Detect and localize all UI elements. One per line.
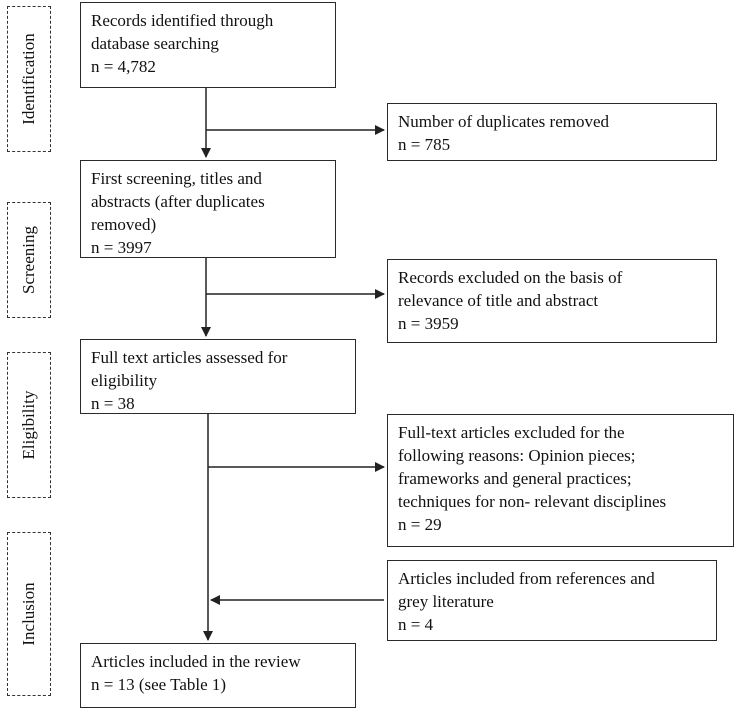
box-first-screening: First screening, titles and abstracts (a… [80, 160, 336, 258]
box-full-text-assessed: Full text articles assessed for eligibil… [80, 339, 356, 414]
stage-screening: Screening [7, 202, 51, 318]
stage-identification: Identification [7, 6, 51, 152]
box-articles-included: Articles included in the review n = 13 (… [80, 643, 356, 708]
box-excluded-title-abstract: Records excluded on the basis of relevan… [387, 259, 717, 343]
stage-inclusion: Inclusion [7, 532, 51, 696]
box-full-text-excluded: Full-text articles excluded for the foll… [387, 414, 734, 547]
stage-eligibility: Eligibility [7, 352, 51, 498]
box-articles-added: Articles included from references and gr… [387, 560, 717, 641]
box-duplicates-removed: Number of duplicates removed n = 785 [387, 103, 717, 161]
box-records-identified: Records identified through database sear… [80, 2, 336, 88]
